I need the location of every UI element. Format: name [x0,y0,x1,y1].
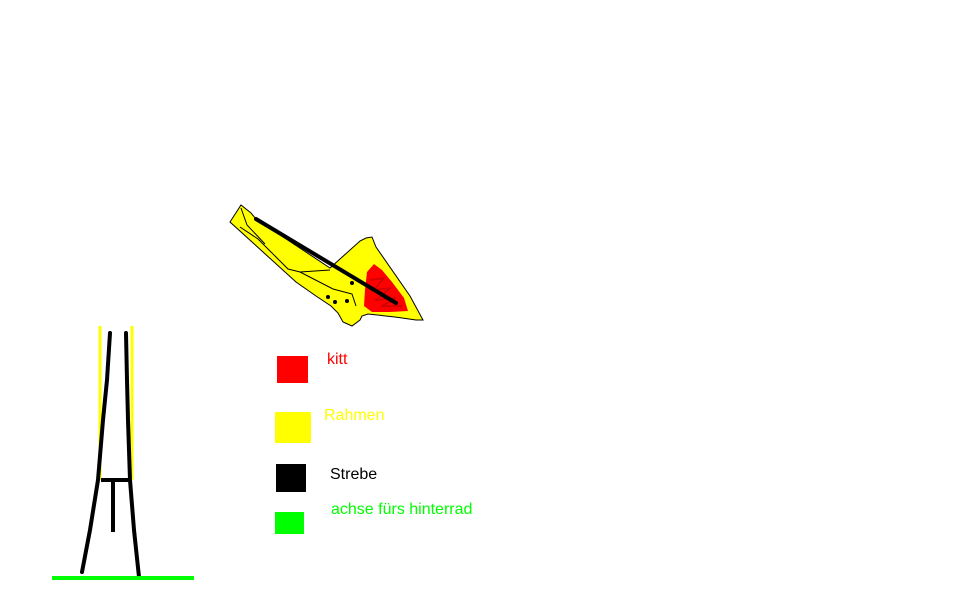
legend-label-strebe: Strebe [330,466,378,483]
frame-inner-line-3 [299,271,357,307]
frame-hole-1 [326,295,330,299]
strut-line [254,217,398,305]
legend-label-achse: achse fürs hinterrad [331,501,473,518]
legend-swatch-kitt [277,356,308,383]
frame-hole-4 [350,281,354,285]
legend-swatch-rahmen [275,412,311,443]
legend-label-kitt: kitt [327,351,348,368]
rear-strut-right [124,331,141,579]
legend-swatch-strebe [276,464,306,492]
frame-hole-2 [333,300,337,304]
rear-view [52,326,194,580]
frame-inner-line-1 [239,226,331,273]
rear-strut-left [80,331,112,574]
legend-swatch-achse [275,512,304,534]
frame-hole-3 [345,299,349,303]
legend-label-rahmen: Rahmen [324,407,385,424]
frame-inner-line-2 [240,207,266,245]
